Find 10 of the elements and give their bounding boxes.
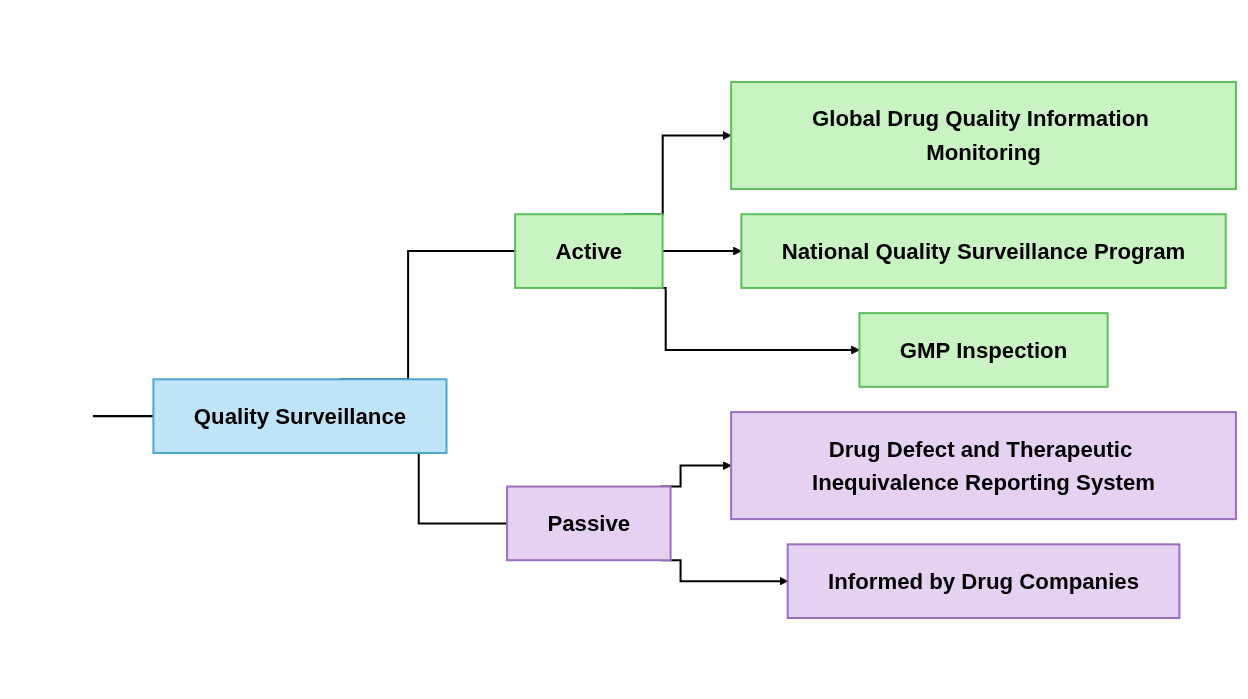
node-box: National Quality Surveillance Program xyxy=(740,212,1227,289)
node-box: GMP Inspection xyxy=(858,311,1109,388)
node-box: Global Drug Quality Information Monitoring xyxy=(730,80,1237,190)
node-box: Drug Defect and Therapeutic Inequivalence Reporting System xyxy=(730,410,1237,520)
node-box: Quality Surveillance xyxy=(152,377,448,454)
node-box: Active xyxy=(514,212,664,289)
arrow xyxy=(662,246,742,255)
node-box: Informed by Drug Companies xyxy=(786,542,1181,619)
connector xyxy=(92,414,154,417)
node-box: Passive xyxy=(506,485,672,561)
